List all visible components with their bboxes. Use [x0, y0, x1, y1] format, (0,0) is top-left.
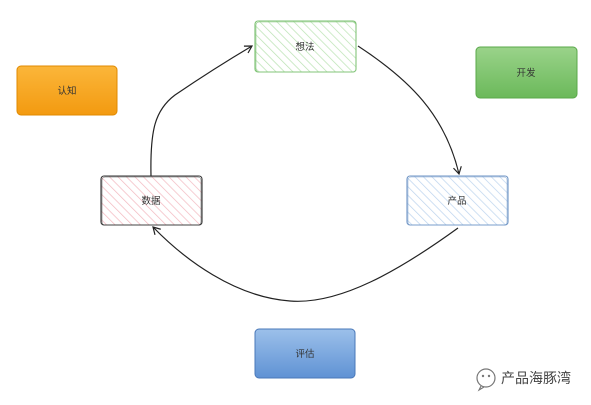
edge-product-to-data [152, 226, 459, 302]
edge-data-to-idea [150, 45, 254, 177]
node-cognition-label: 认知 [57, 85, 76, 97]
node-product-label: 产品 [447, 195, 466, 207]
node-data-label: 数据 [141, 195, 161, 207]
edge-idea-to-product [357, 45, 462, 176]
wechat-icon [476, 368, 496, 392]
watermark: 产品海豚湾 [476, 368, 571, 392]
node-cognition[interactable]: 认知 [16, 65, 118, 116]
watermark-text: 产品海豚湾 [501, 370, 571, 387]
node-idea-label: 想法 [295, 41, 314, 53]
node-idea[interactable]: 想法 [254, 20, 357, 73]
edges [150, 45, 462, 302]
node-develop[interactable]: 开发 [475, 46, 578, 99]
node-evaluate-label: 评估 [295, 348, 315, 360]
node-evaluate[interactable]: 评估 [254, 328, 356, 379]
node-data[interactable]: 数据 [100, 175, 203, 226]
node-develop-label: 开发 [516, 67, 536, 79]
node-product[interactable]: 产品 [406, 175, 509, 226]
